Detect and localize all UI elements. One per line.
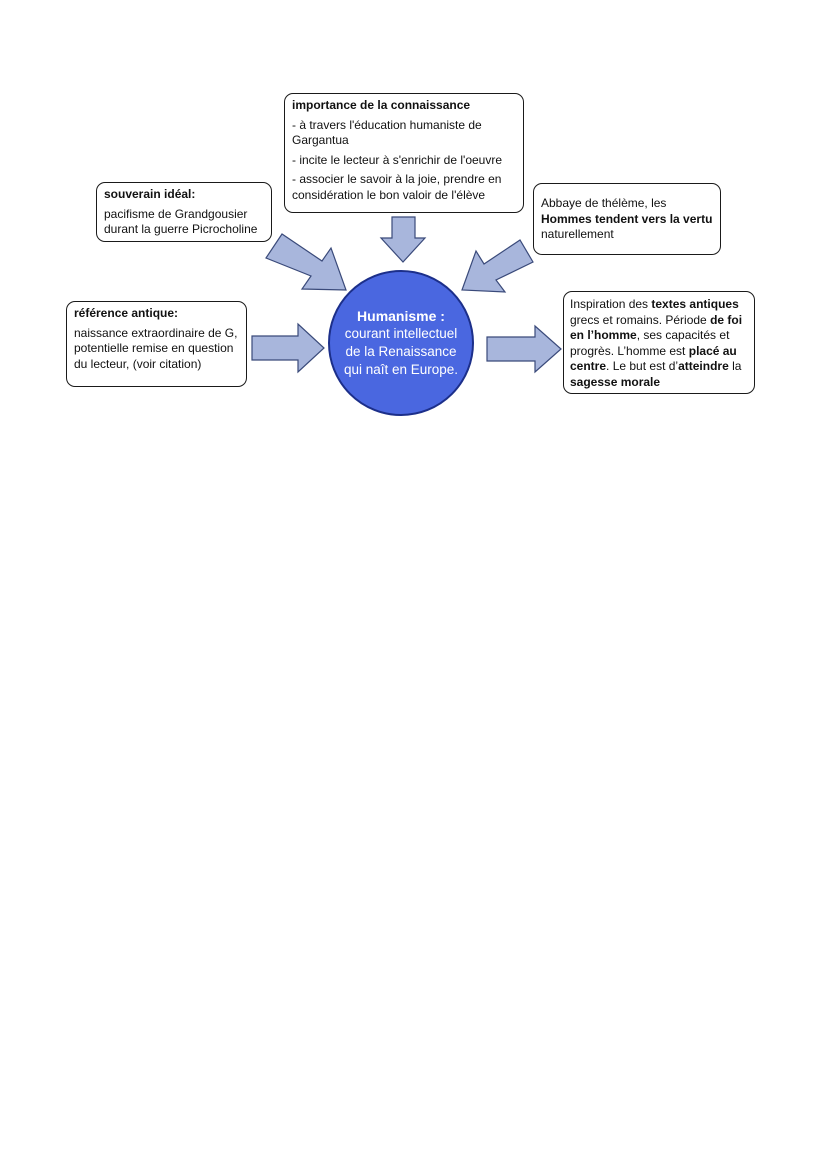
arrow-right-right — [486, 324, 562, 374]
inspiration-t2: grecs et romains. Période — [570, 312, 711, 327]
connaissance-item-2: - incite le lecteur à s'enrichir de l'oe… — [292, 152, 503, 167]
abbaye-box: Abbaye de thélème, les Hommes tendent ve… — [533, 183, 721, 255]
arrow-left-right — [251, 322, 325, 374]
abbaye-text-part-2: naturellement — [541, 227, 614, 241]
arrow-top-down — [379, 216, 427, 263]
connaissance-title: importance de la connaissance — [292, 98, 471, 112]
souverain-box: souverain idéal: pacifisme de Grandgousi… — [96, 182, 272, 242]
connaissance-item-3: - associer le savoir à la joie, prendre … — [292, 172, 502, 202]
abbaye-text-bold: Hommes tendent vers la vertu — [541, 211, 713, 226]
inspiration-text: Inspiration des textes antiques grecs et… — [570, 297, 748, 390]
inspiration-t4: . Le but est d’ — [606, 359, 679, 373]
inspiration-t1: Inspiration des — [570, 297, 652, 311]
souverain-title: souverain idéal: — [104, 187, 196, 201]
arrow-upper-right-diagonal — [461, 239, 534, 293]
inspiration-t3: , ses capacités et progrès. L’homme est — [570, 328, 730, 358]
center-title: Humanisme : — [357, 308, 445, 324]
inspiration-b5: sagesse morale — [570, 374, 661, 389]
reference-box: référence antique: naissance extraordina… — [66, 301, 247, 387]
center-body: courant intellectuel de la Renaissance q… — [343, 326, 459, 377]
arrow-upper-left-diagonal — [265, 233, 347, 291]
abbaye-text: Abbaye de thélème, les Hommes tendent ve… — [541, 196, 713, 243]
inspiration-box: Inspiration des textes antiques grecs et… — [563, 291, 755, 394]
connaissance-item-1: - à travers l'éducation humaniste de Gar… — [292, 117, 482, 148]
souverain-body: pacifisme de Grandgousier durant la guer… — [104, 206, 258, 237]
inspiration-b1: textes antiques — [651, 297, 739, 311]
connaissance-box: importance de la connaissance - à traver… — [284, 93, 524, 213]
reference-body: naissance extraordinaire de G, potentiel… — [74, 325, 238, 371]
inspiration-b4: atteindre — [678, 359, 729, 373]
reference-title: référence antique: — [74, 306, 179, 320]
humanisme-center-circle: Humanisme : courant intellectuel de la R… — [328, 270, 474, 416]
inspiration-b2: de foi en l’homme — [570, 312, 743, 343]
inspiration-t5: la — [728, 359, 742, 373]
inspiration-b3: placé au centre — [570, 343, 737, 374]
abbaye-text-part-1: Abbaye de thélème, les — [541, 196, 667, 210]
